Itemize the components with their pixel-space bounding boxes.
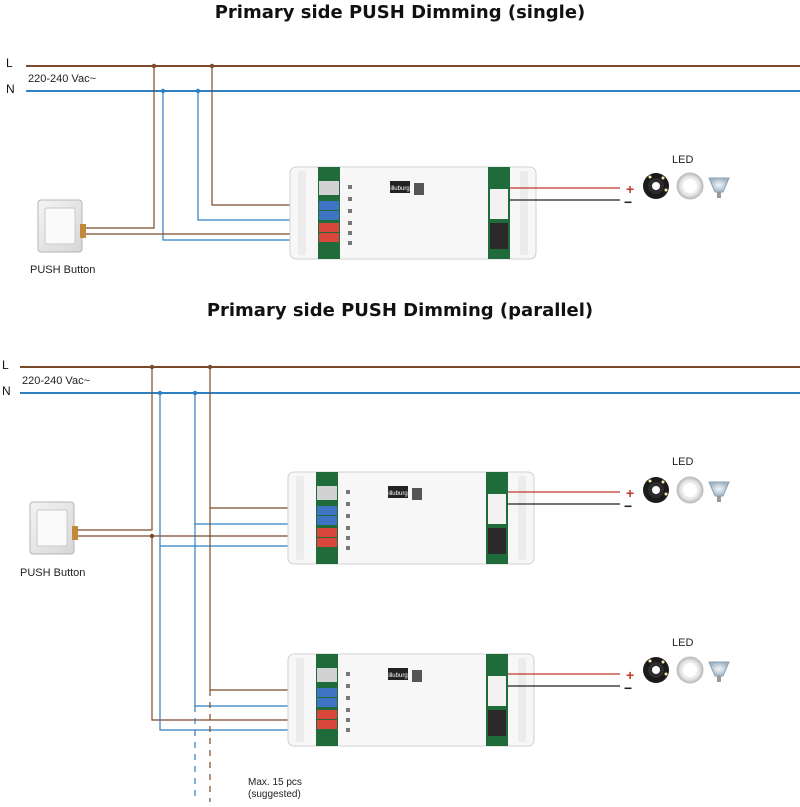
polarity-plus: + — [626, 667, 634, 683]
led-label: LED — [672, 154, 694, 166]
wire-button-to-drivers — [72, 535, 320, 721]
driver-unit-2: illuburg — [287, 653, 535, 747]
wire-live-to-button — [72, 367, 153, 531]
push-button-icon — [37, 199, 86, 253]
polarity-minus: − — [624, 194, 632, 210]
junction — [192, 390, 198, 396]
driver-unit: illuburg — [289, 166, 537, 260]
mr16-bulb-icon — [708, 177, 730, 198]
polarity-minus: − — [624, 498, 632, 514]
wire-live-to-driver-l — [211, 66, 322, 206]
wire-neutral-drop-a-2 — [159, 546, 320, 731]
led-strip-icon — [643, 173, 669, 199]
voltage-label: 220-240 Vac~ — [28, 73, 96, 85]
junction — [195, 88, 201, 94]
downlight-icon — [676, 172, 704, 200]
line-label: L — [6, 56, 13, 70]
push-button-icon — [29, 501, 78, 555]
max-note-line1: Max. 15 pcs — [248, 777, 302, 788]
wire-live-to-button — [78, 66, 155, 229]
driver-brand-label: illuburg — [390, 186, 409, 192]
downlight-icon — [676, 476, 704, 504]
junction — [149, 533, 155, 539]
polarity-plus: + — [626, 181, 634, 197]
downlight-icon — [676, 656, 704, 684]
driver-unit-1: illuburg — [287, 471, 535, 565]
diagram-single: illuburg + − — [26, 63, 800, 260]
junction — [157, 390, 163, 396]
led-label-2: LED — [672, 637, 694, 649]
push-button-label: PUSH Button — [20, 567, 86, 579]
push-button-label: PUSH Button — [30, 264, 96, 276]
polarity-minus: − — [624, 680, 632, 696]
voltage-label: 220-240 Vac~ — [22, 375, 90, 387]
junction — [207, 364, 213, 370]
polarity-plus: + — [626, 485, 634, 501]
mr16-bulb-icon — [708, 661, 730, 682]
junction — [160, 88, 166, 94]
junction — [149, 364, 155, 370]
neutral-label: N — [2, 384, 11, 398]
junction — [209, 63, 215, 69]
junction — [151, 63, 157, 69]
max-note-line2: (suggested) — [248, 789, 301, 800]
led-label-1: LED — [672, 456, 694, 468]
mr16-bulb-icon — [708, 481, 730, 502]
driver-brand-label: illuburg — [388, 491, 407, 497]
wire-neutral-to-driver — [162, 91, 322, 241]
led-strip-icon — [643, 477, 669, 503]
diagram-parallel: illuburg illuburg — [20, 364, 800, 802]
driver-brand-label: illuburg — [388, 673, 407, 679]
line-label: L — [2, 358, 9, 372]
diagram-title-parallel: Primary side PUSH Dimming (parallel) — [206, 300, 594, 321]
wire-neutral-to-driver-n — [197, 91, 322, 221]
diagram-title-single: Primary side PUSH Dimming (single) — [214, 2, 586, 23]
neutral-label: N — [6, 82, 15, 96]
led-strip-icon — [643, 657, 669, 683]
